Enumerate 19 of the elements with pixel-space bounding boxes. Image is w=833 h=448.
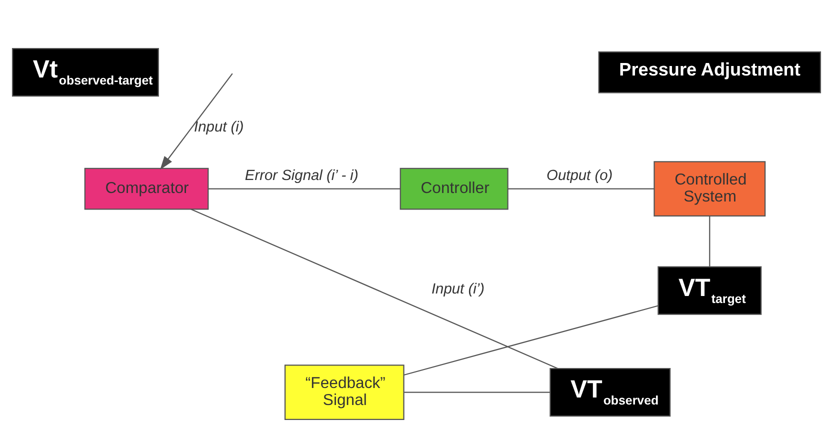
node-box: Vt$_{observed-target}$ xyxy=(12,48,159,96)
node-box: Controlled System xyxy=(654,160,766,216)
connector xyxy=(404,391,550,392)
connector xyxy=(190,208,558,368)
node-box: VT$_{target}$ xyxy=(658,266,762,314)
connector xyxy=(709,216,710,266)
connector xyxy=(404,304,658,376)
edge-label: Output (o) xyxy=(546,168,613,184)
connector xyxy=(508,188,654,189)
node-box: VT$_{observed}$ xyxy=(550,368,671,416)
edge-label: Input (i’) xyxy=(431,280,485,297)
node-box: Comparator xyxy=(84,167,209,210)
node-box: Pressure Adjustment xyxy=(598,50,822,93)
edge-label: Error Signal (i’ - i) xyxy=(244,168,358,184)
arrow xyxy=(160,72,233,170)
node-box: “Feedback” Signal xyxy=(284,364,404,420)
node-box: Controller xyxy=(400,167,508,210)
edge-label: Input (i) xyxy=(194,119,244,136)
connector xyxy=(208,188,400,189)
